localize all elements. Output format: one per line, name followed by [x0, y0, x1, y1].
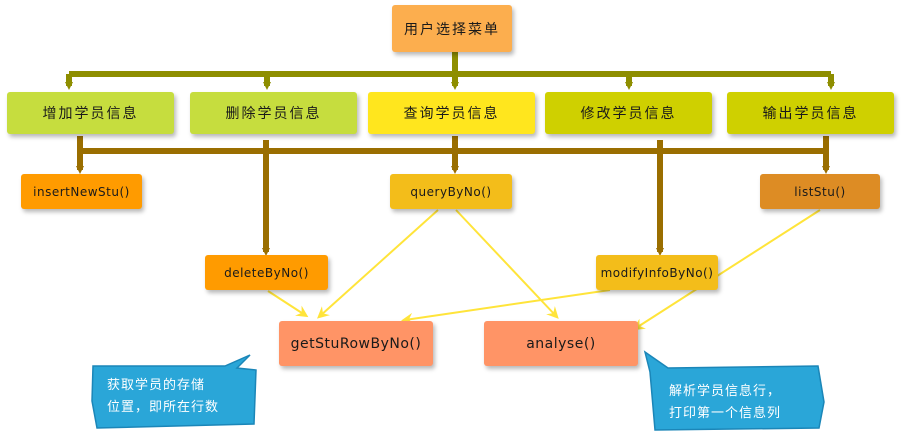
callout-left-bubble	[91, 354, 257, 429]
func-insert-new-stu: insertNewStu()	[21, 174, 142, 209]
menu-function-lines	[76, 136, 830, 256]
func-get-stu-row-by-no: getStuRowByNo()	[279, 321, 433, 366]
callout-left-text: 获取学员的存储 位置，即所在行数	[107, 375, 219, 419]
callout-right-line1: 解析学员信息行，	[669, 384, 782, 399]
func-analyse: analyse()	[484, 321, 638, 366]
callout-right-text: 解析学员信息行， 打印第一个信息列	[669, 381, 781, 425]
func-modify-info-by-no: modifyInfoByNo()	[596, 255, 718, 290]
callout-left-line2: 位置，即所在行数	[107, 400, 220, 415]
func-list-stu: listStu()	[760, 174, 880, 209]
menu-query-student: 查询学员信息	[368, 92, 535, 134]
call-arrows	[267, 209, 821, 331]
menu-output-student: 输出学员信息	[727, 92, 894, 134]
root-node-user-menu: 用户选择菜单	[392, 5, 512, 52]
func-delete-by-no: deleteByNo()	[205, 255, 328, 290]
func-query-by-no: queryByNo()	[390, 174, 512, 209]
menu-delete-student: 删除学员信息	[190, 92, 357, 134]
callout-left-line1: 获取学员的存储	[107, 378, 206, 393]
menu-add-student: 增加学员信息	[7, 92, 174, 134]
callout-right-bubble	[643, 350, 825, 431]
menu-modify-student: 修改学员信息	[545, 92, 712, 134]
root-distribution-lines	[65, 52, 835, 90]
callout-right-line2: 打印第一个信息列	[669, 406, 782, 421]
